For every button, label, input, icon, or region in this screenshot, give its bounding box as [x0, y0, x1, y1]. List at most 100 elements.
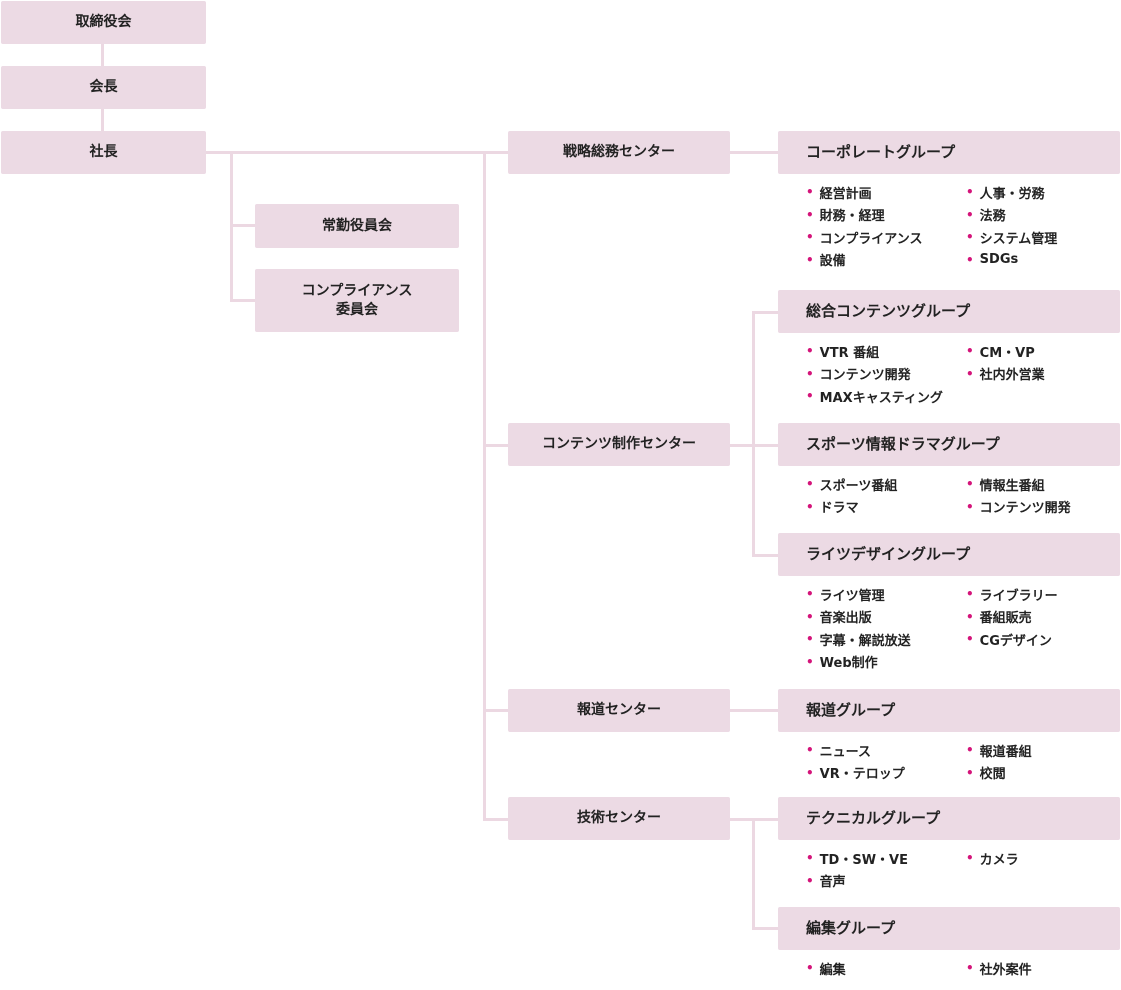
connector-content-stub	[730, 444, 754, 447]
sogo-content-group-box: 総合コンテンツグループ	[778, 290, 1120, 333]
group-item-label: SDGs	[979, 252, 1019, 268]
bullet-icon: •	[966, 587, 974, 602]
strategy-center-box: 戦略総務センター	[508, 131, 730, 174]
bullet-icon: •	[966, 207, 974, 222]
bullet-icon: •	[966, 851, 974, 866]
bullet-icon: •	[966, 185, 974, 200]
bullet-icon: •	[966, 344, 974, 359]
bullet-icon: •	[966, 632, 974, 647]
group-item: • 字幕・解説放送	[806, 628, 966, 651]
group-item: • CGデザイン	[966, 628, 1121, 651]
group-item: •社内外営業	[966, 363, 1121, 386]
group-item-label: 設備	[819, 254, 846, 270]
rights-design-group-items: •ライツ管理•ライブラリー•音楽出版•番組販売•字幕・解説放送•CGデザイン•W…	[806, 583, 1121, 673]
bullet-icon: •	[806, 389, 814, 404]
chairman-box: 会長	[1, 66, 206, 109]
connector-tech-stub	[730, 818, 754, 821]
connector-committee-1	[230, 224, 255, 227]
group-item: •ライブラリー	[966, 583, 1121, 606]
group-item-label: VR・テロップ	[819, 767, 905, 783]
bullet-icon: •	[806, 632, 814, 647]
bullet-icon: •	[806, 477, 814, 492]
group-item-label: ニュース	[819, 744, 872, 760]
group-item-label: CGデザイン	[979, 633, 1052, 649]
group-item-label: コンテンツ開発	[819, 368, 911, 384]
group-item-label: 経営計画	[819, 186, 872, 202]
group-item-label: 音楽出版	[819, 611, 872, 627]
connector-center-content	[483, 444, 508, 447]
group-item: •Web制作	[806, 651, 966, 674]
group-item: •VTR 番組	[806, 340, 966, 363]
group-item-label: 社内外営業	[979, 368, 1045, 384]
bullet-icon: •	[966, 230, 974, 245]
corporate-group-items: •経営計画•人事・労務•財務・経理•法務•コンプライアンス•システム管理•設備•…	[806, 181, 1121, 271]
group-item: •ニュース	[806, 739, 966, 762]
group-item: •法務	[966, 204, 1121, 227]
compliance-committee-line-1: コンプライアンス	[301, 282, 413, 299]
editing-group-box: 編集グループ	[778, 907, 1120, 950]
connector-committee-2	[230, 299, 255, 302]
tech-center-box: 技術センター	[508, 797, 730, 840]
connector-board-chairman	[101, 44, 104, 66]
sogo-content-group-items: •VTR 番組•CM・VP•コンテンツ開発•社内外営業•MAXキャスティング	[806, 340, 1121, 408]
connector-strategy-group	[730, 151, 778, 154]
connector-chairman-president	[101, 109, 104, 131]
connector-content-group-1	[752, 311, 778, 314]
group-item: • 設備	[806, 249, 966, 272]
group-item: •SDGs	[966, 249, 1121, 272]
connector-content-group-3	[752, 554, 778, 557]
board-box: 取締役会	[1, 1, 206, 44]
group-item-label: CM・VP	[979, 345, 1035, 361]
group-item: • コンテンツ開発	[806, 363, 966, 386]
group-item-label: Web制作	[819, 656, 878, 672]
group-item: • 報道番組	[966, 739, 1121, 762]
group-item: • コンテンツ開発	[966, 496, 1121, 519]
group-item: •VR・テロップ	[806, 762, 966, 785]
group-item-label: 財務・経理	[819, 209, 885, 225]
group-item: • スポーツ番組	[806, 473, 966, 496]
corporate-group-box: コーポレートグループ	[778, 131, 1120, 174]
group-item: •情報生番組	[966, 473, 1121, 496]
bullet-icon: •	[806, 366, 814, 381]
group-item-label: コンプライアンス	[819, 231, 923, 247]
bullet-icon: •	[806, 587, 814, 602]
group-item-label: MAXキャスティング	[819, 390, 943, 406]
technical-group-items: • TD・SW・VE •カメラ•音声	[806, 847, 1121, 892]
bullet-icon: •	[806, 252, 814, 267]
group-item-label: TD・SW・VE	[819, 852, 908, 868]
bullet-icon: •	[966, 765, 974, 780]
group-item: • システム管理	[966, 226, 1121, 249]
bullet-icon: •	[806, 207, 814, 222]
bullet-icon: •	[966, 499, 974, 514]
group-item: •番組販売	[966, 606, 1121, 629]
bullet-icon: •	[806, 851, 814, 866]
group-item-label: システム管理	[979, 231, 1058, 247]
group-item-label: コンテンツ開発	[979, 501, 1071, 517]
group-item-label: 報道番組	[979, 744, 1032, 760]
connector-content-group-2	[752, 444, 778, 447]
group-item-label: 番組販売	[979, 611, 1032, 627]
connector-centers-vertical	[483, 151, 486, 821]
group-item: •ドラマ	[806, 496, 966, 519]
group-item: •音声	[806, 870, 966, 893]
bullet-icon: •	[966, 743, 974, 758]
group-item: •ライツ管理	[806, 583, 966, 606]
connector-president-trunk	[206, 151, 508, 154]
group-item-label: スポーツ番組	[819, 478, 898, 494]
bullet-icon: •	[806, 230, 814, 245]
group-item: • 社外案件	[966, 957, 1121, 980]
news-group-box: 報道グループ	[778, 689, 1120, 732]
sports-drama-group-box: スポーツ情報ドラマグループ	[778, 423, 1120, 466]
group-item-label: 字幕・解説放送	[819, 633, 911, 649]
editing-group-items: •編集•社外案件	[806, 957, 1121, 980]
rights-design-group-box: ライツデザイングループ	[778, 533, 1120, 576]
group-item: •カメラ	[966, 847, 1121, 870]
group-item: •経営計画	[806, 181, 966, 204]
group-item-label: 校閲	[979, 767, 1006, 783]
group-item-label: 社外案件	[979, 962, 1032, 978]
group-item: • コンプライアンス	[806, 226, 966, 249]
group-item: • CM・VP	[966, 340, 1121, 363]
president-box: 社長	[1, 131, 206, 174]
bullet-icon: •	[966, 961, 974, 976]
connector-tech-group-2	[752, 927, 778, 930]
